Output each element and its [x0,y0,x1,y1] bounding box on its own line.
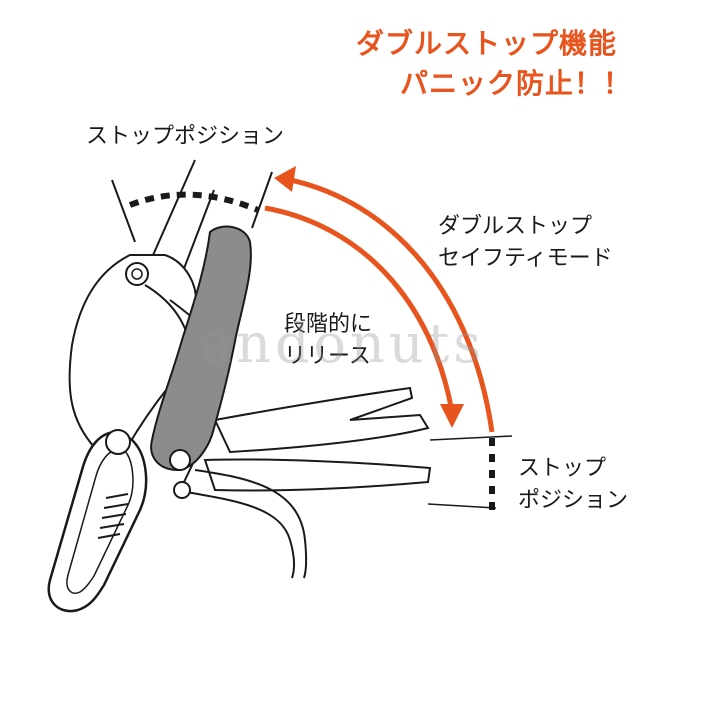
safety-arc-inner [264,205,455,413]
stop-marks-top [128,191,260,213]
rope-loop [174,489,295,579]
stop-position-top-label: ストップポジション [86,124,285,149]
rope-line-left [111,179,136,243]
safety-arc-inner-arrowhead [440,404,464,428]
safety-arc-outer [279,175,495,433]
gradual-release-line1: 段階的に [284,312,373,337]
carabiner-spring [97,493,129,539]
carabiner-inner [66,447,134,594]
lever-fin-lower [203,458,432,492]
mode-label-line1: ダブルストップ [438,214,593,239]
rope-line-right [251,171,273,229]
handle-pivot [169,449,191,471]
rope-line-mid1 [149,159,196,263]
top-pivot-inner [131,268,143,280]
lever-fin-upper [213,386,430,454]
safety-arc-arrowhead [274,166,296,192]
watermark: andonuts [200,312,486,375]
rope-loop-outer [194,469,308,579]
stop-position-right-line1: ストップ [518,456,607,481]
ref-line-right-lower [427,503,497,509]
headline-line2: パニック防止！！ [400,67,633,100]
mode-label-line2: セイフティモード [438,246,613,271]
headline-line1: ダブルストップ機能 [356,27,618,60]
stop-position-right-line2: ポジション [518,488,629,513]
grey-handle [150,225,252,472]
gradual-release-line2: リリース [284,344,371,369]
lower-pivot [173,481,191,499]
ref-line-right-upper [429,435,513,441]
carabiner-eye [105,429,131,455]
